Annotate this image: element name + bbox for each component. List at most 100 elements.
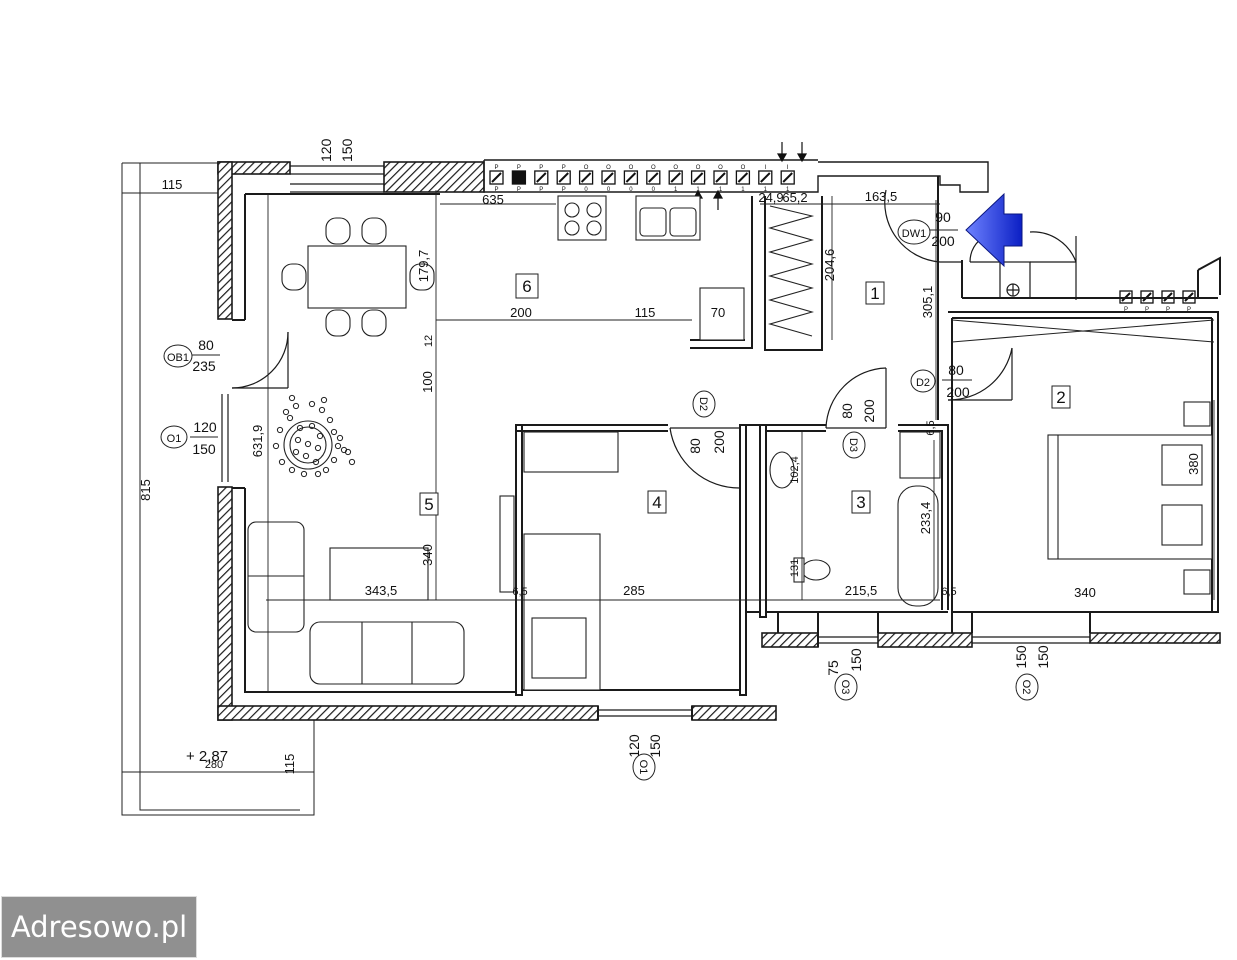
dim-380: 380 (1186, 453, 1201, 475)
decor-dot (316, 432, 324, 440)
vent-label-bottom: 1 (696, 187, 700, 193)
decor-dot (288, 394, 296, 402)
decor-dot (302, 452, 310, 460)
dim-115-kitchen: 115 (635, 305, 656, 320)
opening-labels: OB1 80 235 O1 120 150 120 150 120 150 O1… (160, 138, 1051, 781)
o2-width: 150 (1013, 645, 1029, 669)
vent-label-top: P (517, 165, 521, 171)
vent-label-top: P (539, 165, 543, 171)
vent-label-bottom: 1 (674, 187, 678, 193)
vent-label-bottom: 0 (584, 187, 588, 193)
dim-631-9: 631,9 (250, 425, 265, 458)
elevation-mark: + 2,87 (186, 748, 228, 765)
ob1-code: OB1 (167, 352, 189, 364)
decor-dot (314, 470, 322, 478)
dim-24-9: 24,9 (758, 190, 783, 205)
d2-top-code: D2 (916, 377, 930, 389)
o3-code: O3 (839, 680, 851, 695)
dim-6-5-bath: 6,5 (925, 420, 937, 435)
decor-dot (294, 436, 302, 444)
vent-label-top: O (651, 165, 656, 171)
vent-label-top: O (584, 165, 589, 171)
d3-code: D3 (847, 438, 859, 452)
dim-70: 70 (711, 305, 725, 320)
vent-label-bottom: 0 (652, 187, 656, 193)
decor-dot (282, 408, 290, 416)
vent-box: PP (534, 165, 549, 193)
vent-label-bottom: P (517, 187, 521, 193)
room-number-5: 5 (424, 495, 433, 514)
vent-label-bottom: P (494, 187, 498, 193)
o1-bottom-height: 150 (647, 734, 663, 758)
vent-label-top: O (718, 165, 723, 171)
vent-box: P (1119, 290, 1133, 313)
dim-200-kitchen: 200 (510, 305, 532, 320)
dim-115-bottom: 115 (282, 754, 297, 775)
vent-box: PP (511, 165, 527, 193)
top-window-height: 150 (339, 138, 355, 162)
decor-dot (312, 458, 320, 466)
dimension-texts: 815 115 115 280 + 2,87 635 24,9 65,2 163… (138, 177, 1201, 774)
o3-height: 150 (848, 648, 864, 672)
dw1-code: DW1 (902, 228, 926, 240)
o2-code: O2 (1020, 680, 1032, 695)
dw1-height: 200 (931, 233, 955, 249)
room-number-3: 3 (856, 493, 865, 512)
decor-dot (336, 434, 344, 442)
vent-box: I1 (780, 165, 795, 193)
top-window-width: 120 (318, 138, 334, 162)
decor-dot (322, 466, 330, 474)
vent-box: O0 (578, 165, 594, 193)
room-numbers: 1 2 3 4 5 6 (419, 273, 1071, 516)
o1-left-width: 120 (193, 419, 217, 435)
vent-label-bottom: 1 (741, 187, 745, 193)
d3-height: 200 (861, 399, 877, 423)
watermark-logo: Adresowo.pl (1, 896, 197, 958)
d2-room4-height: 200 (711, 430, 727, 454)
vent-label-top: P (562, 165, 566, 171)
vent-label-bottom: 1 (764, 187, 768, 193)
vent-label-top: I (764, 165, 766, 171)
d3-width: 80 (839, 403, 855, 419)
vent-box: P (1140, 290, 1154, 313)
decor-dot (326, 416, 334, 424)
vent-label-bottom: P (539, 187, 543, 193)
vent-box: O1 (713, 165, 728, 193)
decor-dots (272, 394, 356, 478)
doors (221, 165, 1090, 717)
decor-dot (288, 466, 296, 474)
dim-815: 815 (138, 479, 153, 501)
dimension-lines (266, 190, 1215, 692)
dim-6-5-right: 6,5 (941, 586, 956, 598)
decor-dot (304, 440, 312, 448)
dim-100: 100 (420, 371, 435, 393)
decor-dot (344, 448, 352, 456)
interior-walls (232, 176, 1221, 720)
vent-box: O0 (623, 165, 639, 193)
decor-dot (308, 400, 316, 408)
dim-343-5: 343,5 (365, 583, 398, 598)
vent-box: O1 (690, 165, 706, 193)
vent-label-bottom: 1 (786, 187, 790, 193)
dim-280: 280 (205, 759, 223, 771)
vent-box: P (1182, 290, 1196, 313)
terrace-outline (121, 162, 315, 816)
d2-room4-width: 80 (687, 438, 703, 454)
vent-label-bottom: 0 (629, 187, 633, 193)
vent-label-bottom: 0 (607, 187, 611, 193)
vent-label-top: O (696, 165, 701, 171)
vent-box: O0 (601, 165, 616, 193)
decor-dot (300, 470, 308, 478)
vent-box: I1 (758, 165, 773, 193)
room-number-1: 1 (870, 284, 879, 303)
o1-bottom-width: 120 (626, 734, 642, 758)
ob1-height: 235 (192, 358, 216, 374)
vent-label-bottom: P (562, 187, 566, 193)
decor-dot (318, 406, 326, 414)
vent-box: PP (556, 165, 571, 193)
o1-bottom-code: O1 (637, 760, 649, 775)
vent-box: P (1161, 290, 1175, 313)
dim-233-4: 233,4 (918, 502, 933, 535)
d2-top-height: 200 (946, 384, 970, 400)
